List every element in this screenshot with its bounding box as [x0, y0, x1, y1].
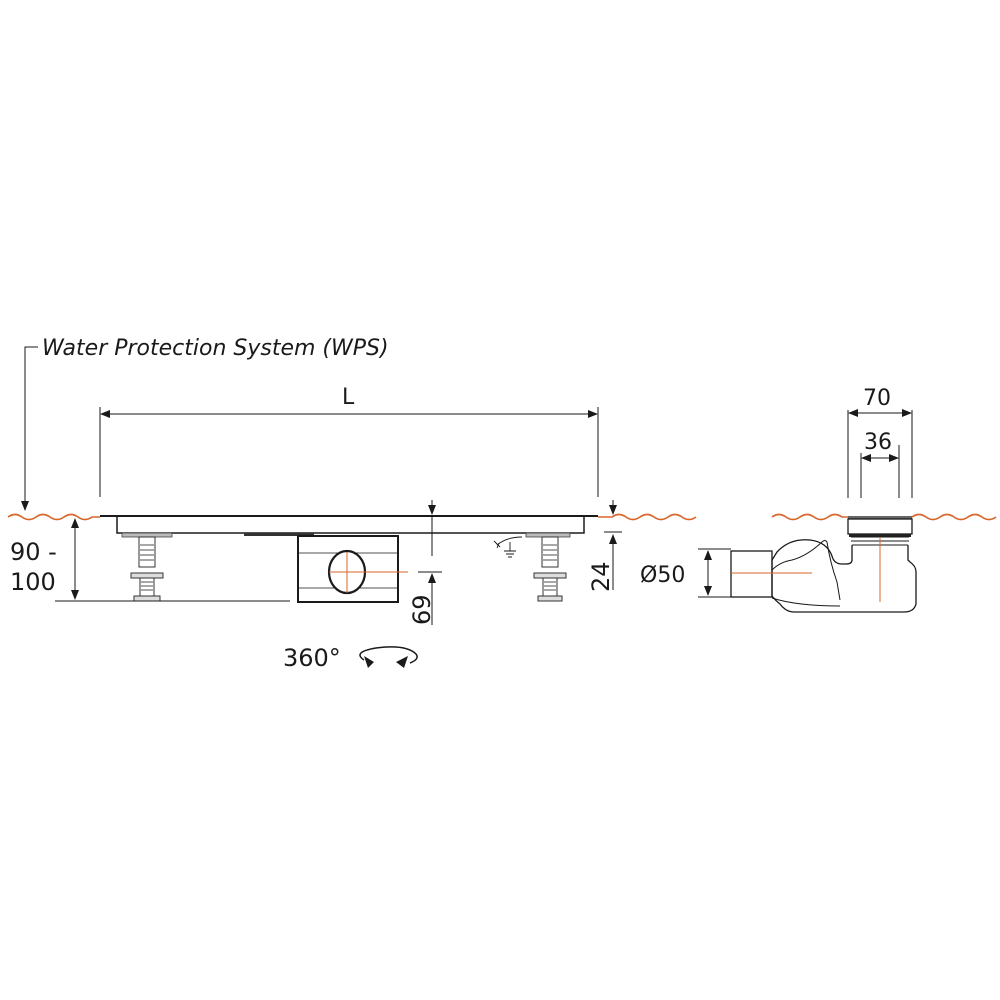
- floor-line: [7, 513, 997, 521]
- drain-channel: [100, 515, 598, 603]
- outlet-height-label: 69: [408, 594, 436, 625]
- outer-width-label: 70: [863, 386, 891, 411]
- body-height-label: 24: [587, 561, 615, 592]
- rotate-arrows-icon: [359, 646, 418, 668]
- wps-callout: Water Protection System (WPS): [21, 336, 389, 511]
- adjustable-foot-right: [525, 532, 571, 602]
- rotation-label: 360°: [283, 644, 341, 672]
- length-dimension: L: [99, 385, 599, 497]
- height-range-bottom: 100: [10, 568, 56, 596]
- outlet-height-dimension: 69: [408, 500, 442, 625]
- inner-width-label: 36: [864, 430, 892, 455]
- body-height-dimension: 24: [587, 500, 622, 592]
- rotation-indicator: 360°: [283, 644, 418, 672]
- length-label: L: [342, 385, 355, 410]
- earthing-icon: [493, 536, 523, 558]
- wps-label: Water Protection System (WPS): [42, 336, 389, 361]
- adjustable-foot-left: [121, 532, 173, 602]
- outlet-box: [244, 533, 408, 603]
- side-view: 70 36 Ø50: [640, 386, 917, 613]
- height-range-top: 90 -: [10, 538, 57, 566]
- pipe-diameter-label: Ø50: [640, 563, 685, 588]
- height-range-dimension: 90 - 100: [10, 518, 290, 602]
